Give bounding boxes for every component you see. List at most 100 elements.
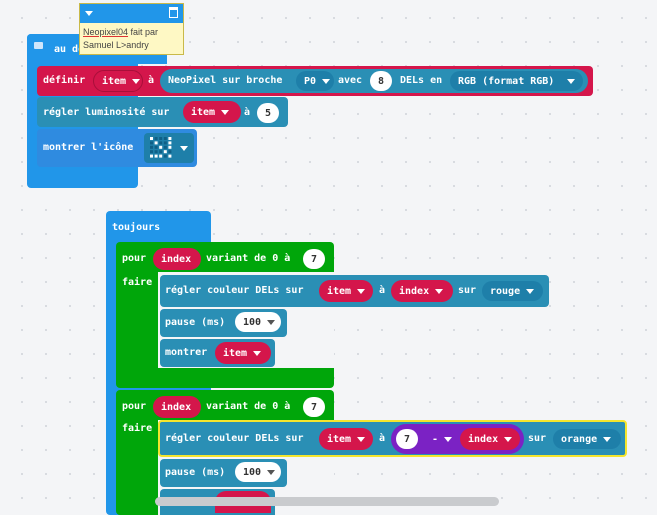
led-dot [150,154,153,158]
chevron-down-icon [567,78,575,84]
led-dot [163,141,167,145]
trash-icon[interactable] [169,7,178,18]
chevron-down-icon [221,109,230,115]
for-loop-1-for: pour [122,253,147,264]
comment-icon[interactable] [34,42,43,49]
set-color-1-on: sur [458,285,477,296]
define-to-label: à [148,75,155,86]
set-color-1-var[interactable]: item [319,280,373,302]
set-color-1-label: régler couleur DELs sur [165,285,304,296]
set-color-2-to: à [379,433,386,444]
show-1-var-label: item [223,347,248,359]
for-loop-2-max-input[interactable]: 7 [303,397,325,417]
color-1-label: rouge [490,285,521,297]
for-loop-2-for: pour [122,401,147,412]
color-2-label: orange [561,433,598,445]
chevron-down-icon [603,436,612,442]
chevron-down-icon [267,319,276,325]
horizontal-scrollbar[interactable] [155,497,499,506]
show-icon-label: montrer l'icône [43,142,134,153]
brightness-label: régler luminosité sur [43,107,170,118]
set-color-2-index[interactable]: index [460,428,520,450]
for-loop-2-var[interactable]: index [153,396,201,418]
define-var-label: item [102,75,127,87]
led-dot [168,137,172,140]
color-1-dropdown[interactable]: rouge [482,281,543,301]
brightness-var-label: item [191,106,216,118]
set-color-2-var[interactable]: item [319,428,373,450]
comment-text: Neopixel04 fait par Samuel L>andry [80,23,183,55]
chevron-down-icon [435,288,444,294]
led-dot [168,154,172,158]
format-label: RGB (format RGB) [458,75,555,87]
led-dot [168,150,172,154]
set-color-1-index[interactable]: index [391,280,453,302]
pause-1-dropdown[interactable]: 100 [235,312,281,332]
for-loop-1-range: variant de 0 à [206,253,291,264]
pause-1-value: 100 [243,316,262,328]
led-matrix-icon [150,137,172,158]
set-color-2-index-label: index [468,433,499,445]
pause-2-dropdown[interactable]: 100 [235,462,281,482]
collapse-caret-icon[interactable] [85,11,93,16]
comment-bubble[interactable]: Neopixel04 fait par Samuel L>andry [79,3,184,55]
pin-dropdown[interactable]: P0 [296,71,334,91]
led-dot [150,141,153,145]
led-dot [150,137,153,140]
led-dot [168,141,172,145]
led-dot [168,145,172,149]
define-var-dropdown[interactable]: item [93,70,143,92]
color-2-dropdown[interactable]: orange [553,429,621,449]
icon-picker-dropdown[interactable] [144,133,194,163]
led-dot [159,145,163,149]
set-color-1-var-label: item [327,285,352,297]
led-dot [159,154,163,158]
comment-rest: fait par Samuel L>andry [83,27,159,50]
set-color-1-to: à [379,285,386,296]
led-dot [159,137,163,140]
led-dot [154,137,158,140]
led-dot [150,150,153,154]
led-dot [154,150,158,154]
led-dot [154,141,158,145]
led-count-input[interactable]: 8 [370,71,392,91]
show-1-label: montrer [165,347,208,358]
chevron-down-icon [132,78,141,84]
led-dot [154,145,158,149]
subtract-left-input[interactable]: 7 [396,429,418,449]
brightness-to-label: à [244,107,251,118]
comment-bubble-header [80,4,183,23]
neopixel-label: NeoPixel sur broche [168,75,283,86]
brightness-value-input[interactable]: 5 [257,103,279,123]
set-color-2-on: sur [528,433,547,444]
chevron-down-icon [357,288,366,294]
led-dot [154,154,158,158]
brightness-block[interactable] [37,97,288,127]
led-dot [150,145,153,149]
comment-author: Neopixel04 [83,27,129,37]
for-loop-1-max-input[interactable]: 7 [303,249,325,269]
operator-label: - [432,433,439,445]
chevron-down-icon [180,145,188,151]
led-dot [163,154,167,158]
pin-label: P0 [304,75,317,87]
for-loop-2-range: variant de 0 à [206,401,291,412]
chevron-down-icon [526,288,535,294]
with-label: avec [338,75,363,86]
format-dropdown[interactable]: RGB (format RGB) [450,71,583,91]
forever-label: toujours [112,222,161,233]
led-dot [163,137,167,140]
led-dot [163,145,167,149]
for-loop-1-var[interactable]: index [153,248,201,270]
chevron-down-icon [444,436,453,442]
pause-1-label: pause (ms) [165,317,226,328]
define-label: définir [43,75,86,86]
set-color-1-index-label: index [399,285,430,297]
brightness-var-dropdown[interactable]: item [183,101,241,123]
leds-in-label: DELs en [400,75,443,86]
pause-2-label: pause (ms) [165,467,226,478]
led-dot [163,150,167,154]
show-1-var[interactable]: item [215,342,271,364]
operator-dropdown[interactable]: - [424,428,456,450]
chevron-down-icon [322,78,331,84]
